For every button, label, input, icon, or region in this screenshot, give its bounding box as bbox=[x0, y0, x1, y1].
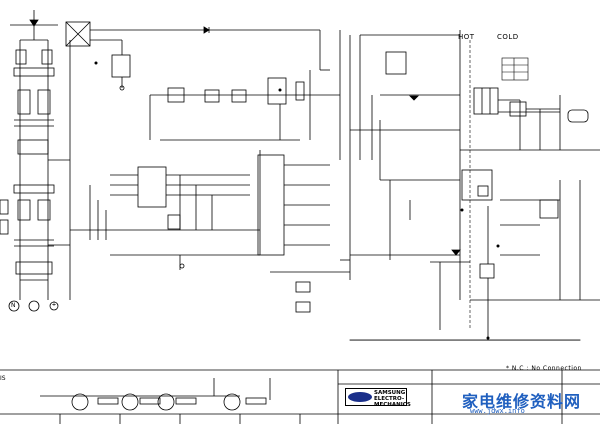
legend-table bbox=[501, 57, 529, 81]
hot-side-label: HOT bbox=[458, 33, 475, 41]
watermark-url: www.jdwx.info bbox=[470, 407, 525, 415]
cold-side-label: COLD bbox=[497, 33, 519, 41]
pfc-stage bbox=[111, 30, 341, 160]
manufacturer-logo: SAMSUNG ELECTRO-MECHANICS bbox=[345, 388, 411, 408]
transformer-area bbox=[340, 30, 600, 341]
test-points bbox=[94, 61, 500, 340]
logo-brand: SAMSUNG bbox=[374, 390, 406, 396]
emi-filter-column bbox=[0, 10, 71, 312]
logo-text: SAMSUNG ELECTRO-MECHANICS bbox=[374, 390, 411, 408]
nc-note: * N.C : No Connection bbox=[506, 365, 582, 372]
left-margin-label: IS bbox=[0, 375, 6, 382]
bridge-rectifier bbox=[65, 21, 330, 71]
pwm-controller bbox=[70, 150, 350, 313]
gnd-terminal-label: ⏚ bbox=[51, 301, 58, 308]
n-terminal-label: N bbox=[11, 302, 16, 309]
sheet-frame bbox=[0, 369, 600, 424]
logo-sub: ELECTRO-MECHANICS bbox=[374, 396, 411, 409]
logo-mark-icon bbox=[348, 392, 372, 402]
watermark: 家电维修资料网 bbox=[462, 392, 582, 411]
bottom-connectors bbox=[40, 378, 271, 411]
